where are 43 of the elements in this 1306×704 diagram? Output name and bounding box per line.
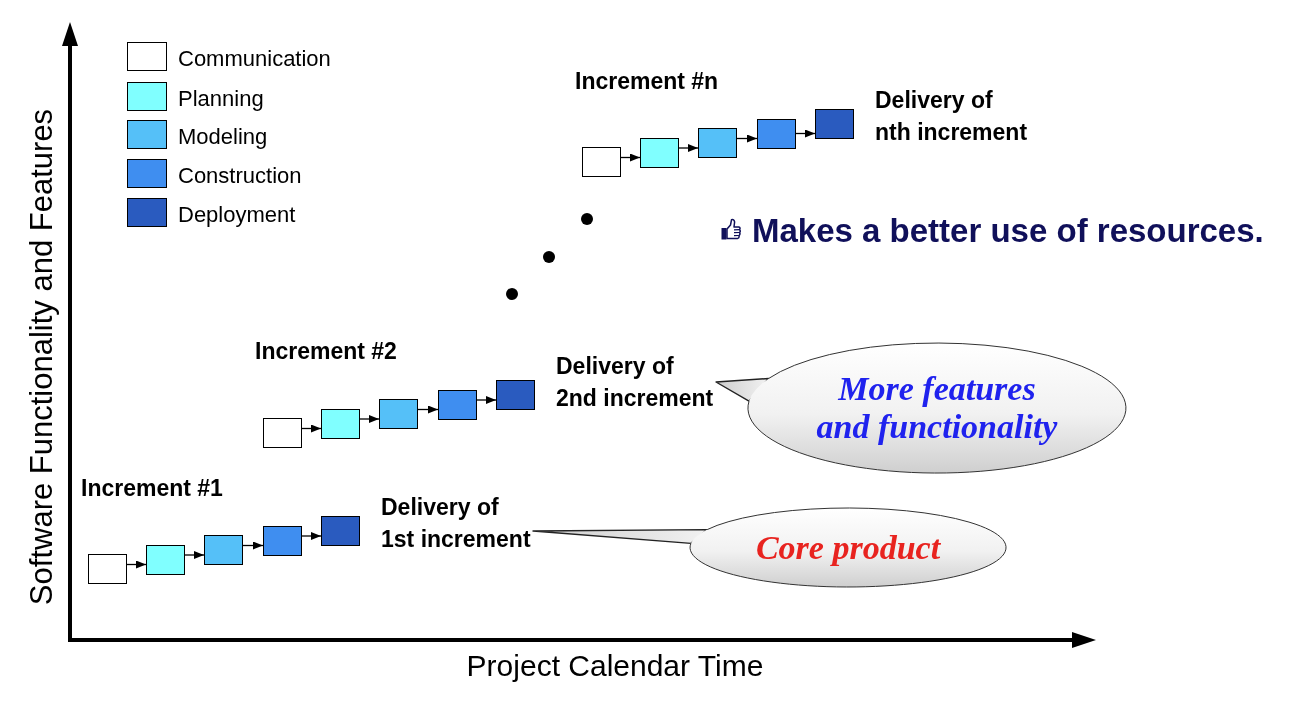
arrow [736,134,758,143]
process-box [379,399,418,429]
arrow [476,396,497,404]
process-box [640,138,679,168]
arrow [795,129,816,138]
arrow [678,144,699,152]
process-box [698,128,737,158]
process-box [88,554,127,584]
process-box [757,119,796,149]
legend-label: Construction [178,163,302,189]
process-box [263,418,302,448]
axis-title: Software Functionality and Features [24,108,60,606]
legend-label: Planning [178,86,264,112]
callout-tail [532,528,708,545]
legend-label: Communication [178,46,331,72]
increment-heading: Increment #n [575,67,719,95]
arrow [126,560,147,569]
arrow [184,551,205,559]
process-box [438,390,477,420]
bubble-text: More features and functionality [815,370,1059,446]
arrow [242,541,264,550]
arrow [620,153,641,162]
process-box [582,147,621,177]
delivery-label: Delivery of nth increment [875,86,1029,147]
process-box [263,526,302,556]
legend-label: Deployment [178,202,296,228]
bubble-text: Core product [754,528,942,567]
process-box [146,545,185,575]
delivery-label: Delivery of 2nd increment [556,350,715,414]
legend-label: Modeling [178,124,268,150]
arrow [417,405,439,414]
arrow [301,532,322,540]
bullet-text: Makes a better use of resources. [752,212,1264,250]
process-box [204,535,243,565]
process-box [496,380,535,410]
axis-title: Project Calendar Time [466,648,764,684]
delivery-label: Delivery of 1st increment [381,491,532,555]
process-box [321,409,360,439]
arrow [359,415,380,423]
arrow [301,424,322,433]
process-box [321,516,360,546]
increment-heading: Increment #1 [81,474,223,502]
increment-heading: Increment #2 [255,337,397,365]
